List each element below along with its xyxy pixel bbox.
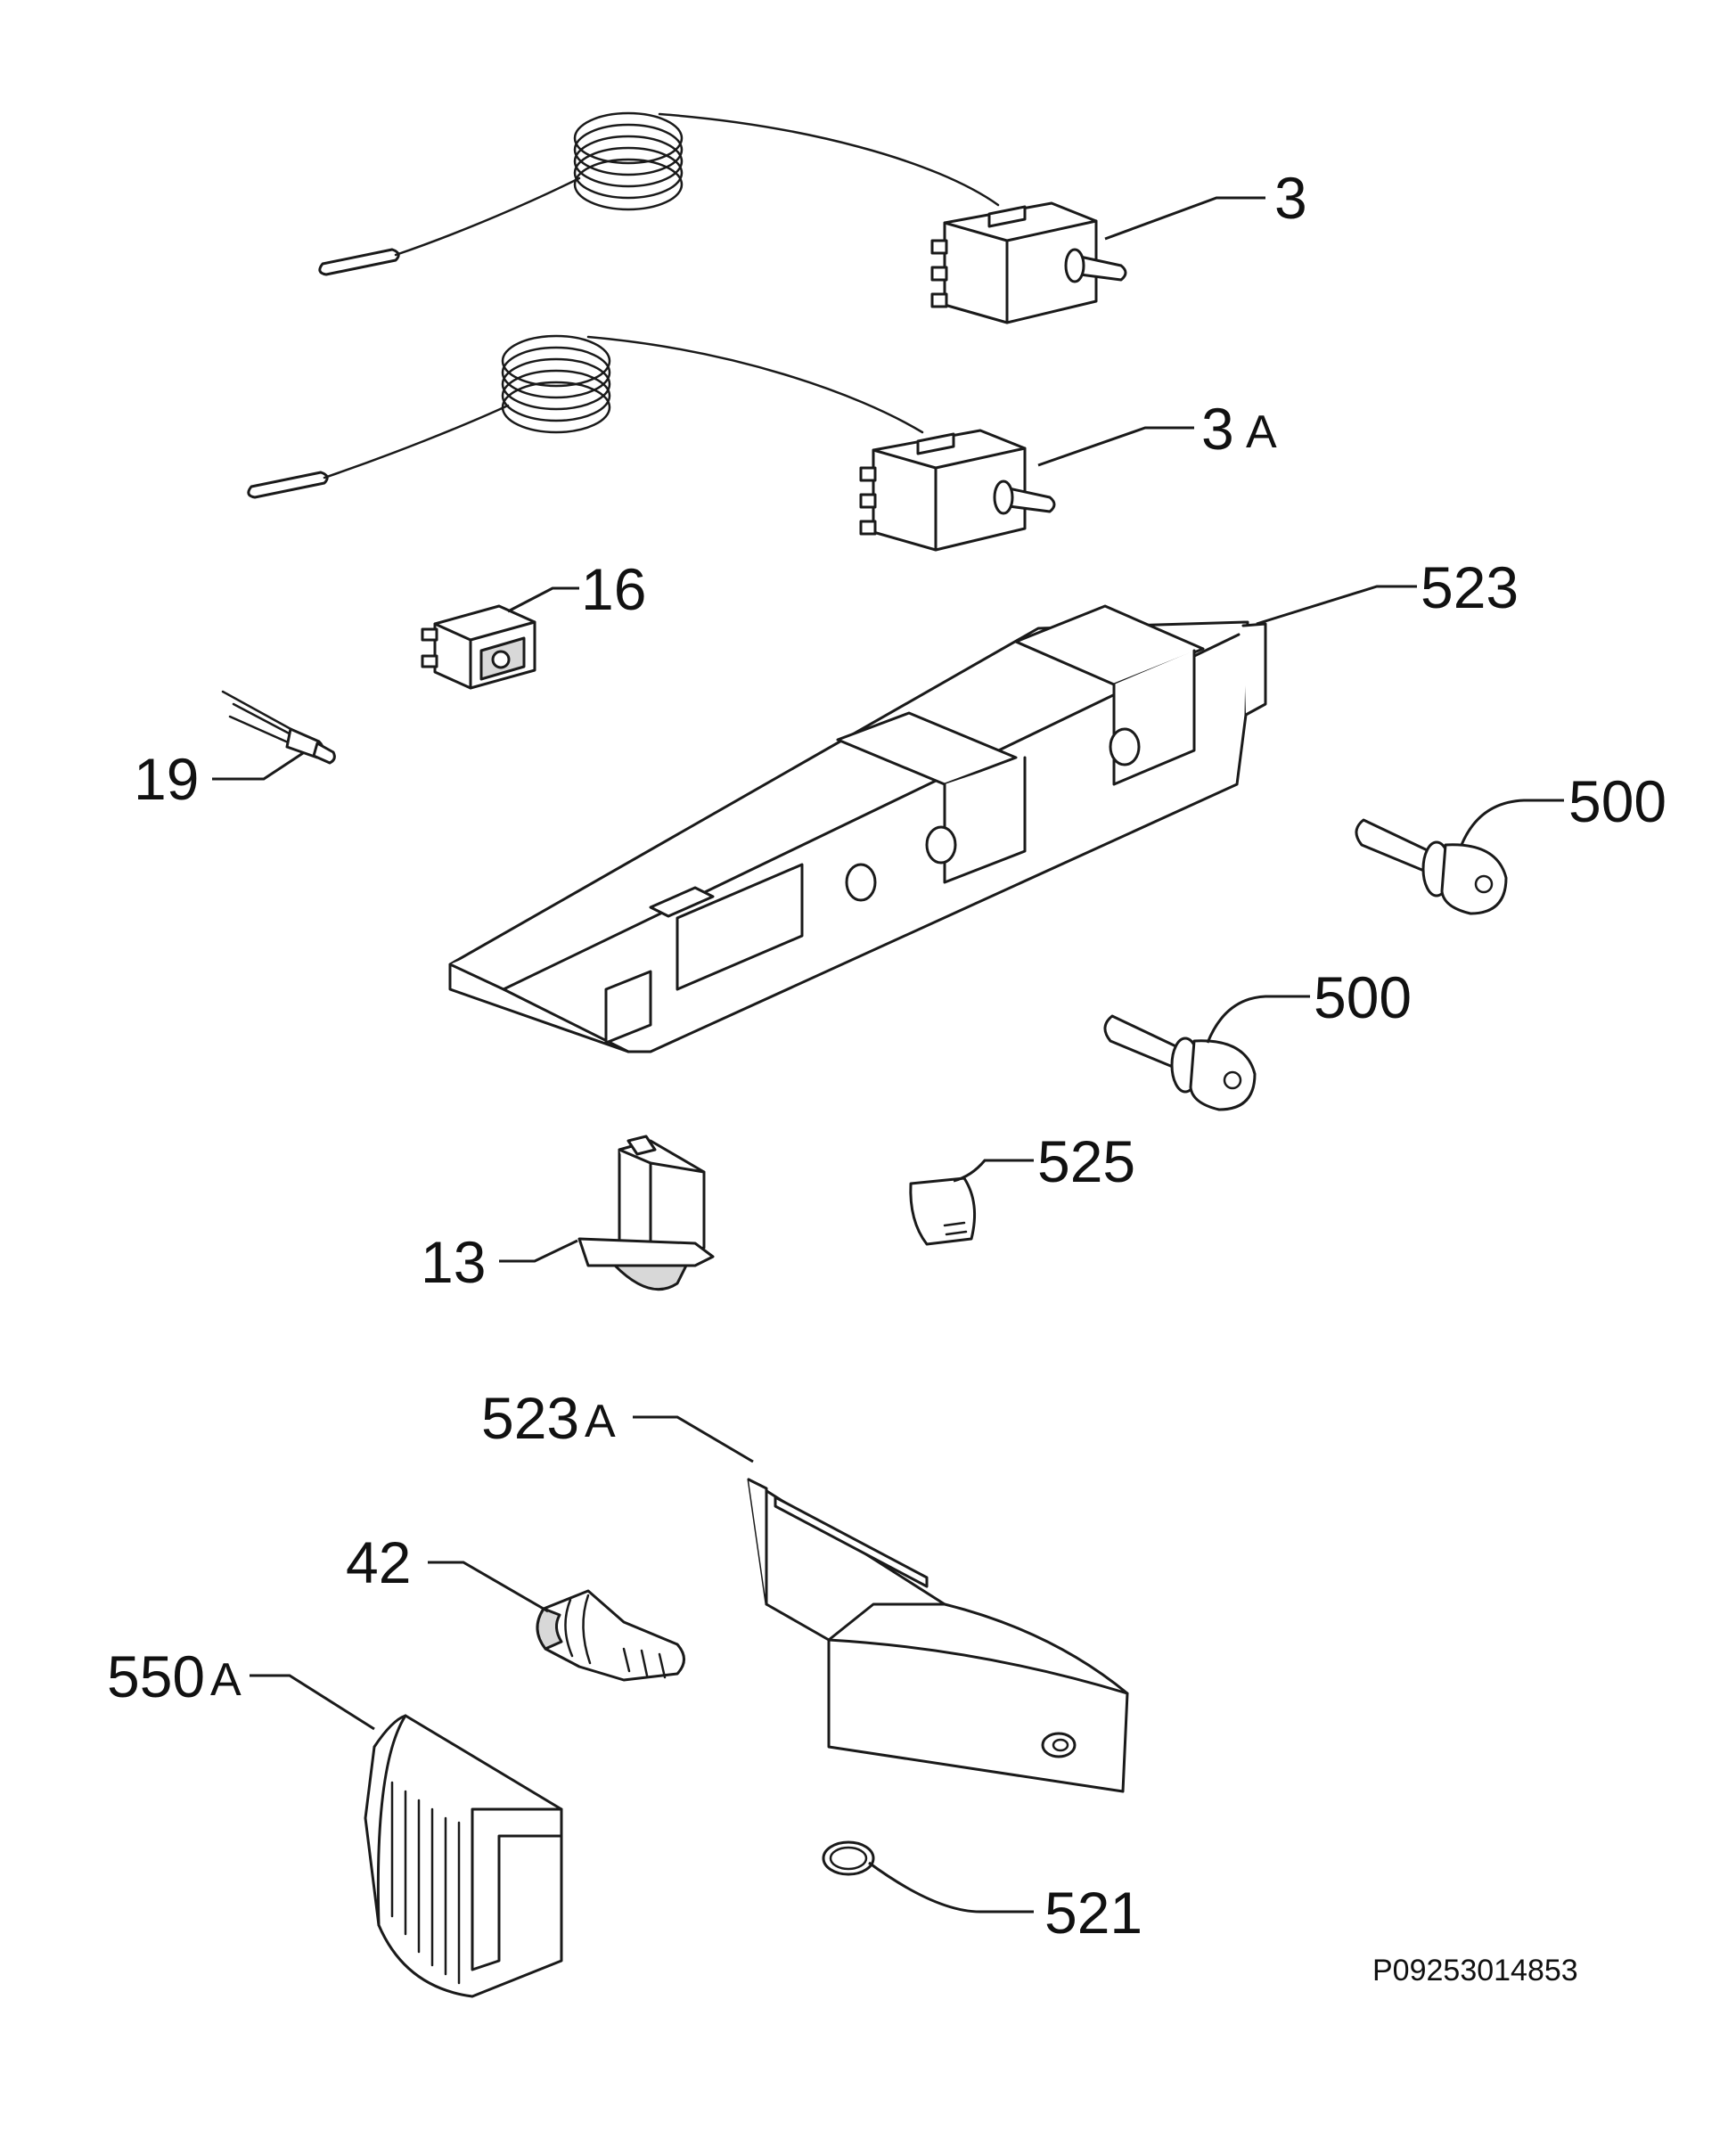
callout-3a-number: 3 xyxy=(1201,396,1234,462)
callout-525: 525 xyxy=(1037,1128,1135,1194)
part-500-lower-bulb xyxy=(1103,1014,1257,1111)
part-525-cap xyxy=(909,1176,977,1246)
part-521-o-ring xyxy=(822,1840,875,1876)
part-3-thermostat xyxy=(318,111,1127,324)
callout-19: 19 xyxy=(134,746,199,812)
leader-523 xyxy=(1256,585,1417,626)
callout-523a-number: 523 xyxy=(481,1385,579,1451)
callout-500-upper: 500 xyxy=(1568,768,1666,834)
leader-525 xyxy=(953,1159,1034,1183)
callout-3a-suffix: A xyxy=(1246,406,1277,458)
part-42-lamp-socket xyxy=(536,1589,685,1682)
leader-lines xyxy=(212,196,1564,1914)
part-19-sensor xyxy=(221,690,336,765)
callout-550a-number: 550 xyxy=(107,1643,205,1709)
leader-500-upper xyxy=(1460,799,1564,846)
part-550a-light-cover xyxy=(364,1714,563,1998)
part-3a-thermostat xyxy=(247,334,1056,552)
callout-550a-suffix: A xyxy=(210,1654,242,1706)
callout-500-lower: 500 xyxy=(1314,964,1412,1030)
callout-523: 523 xyxy=(1421,554,1519,620)
leader-16 xyxy=(507,586,579,613)
callout-16: 16 xyxy=(581,556,646,622)
callout-521: 521 xyxy=(1044,1880,1142,1946)
leader-3a xyxy=(1037,426,1194,467)
leader-521 xyxy=(868,1861,1034,1914)
callout-523a-suffix: A xyxy=(585,1396,616,1447)
callout-3: 3 xyxy=(1274,165,1307,231)
reference-code: P09253014853 xyxy=(1372,1954,1578,1987)
callout-labels: 3 3 A 16 19 523 500 500 525 13 523 A 42 … xyxy=(107,165,1666,1987)
part-523-control-housing xyxy=(448,604,1267,1053)
leader-550a xyxy=(250,1674,375,1731)
part-16-rocker-switch xyxy=(421,604,536,690)
part-500-upper-bulb xyxy=(1355,818,1508,915)
callout-13: 13 xyxy=(421,1229,486,1295)
leader-523a xyxy=(633,1415,754,1463)
leader-3 xyxy=(1104,196,1265,241)
part-523a-end-cover xyxy=(747,1478,1129,1793)
callout-42: 42 xyxy=(346,1529,411,1595)
leader-13 xyxy=(499,1239,578,1263)
leader-500-lower xyxy=(1206,995,1310,1044)
leader-19 xyxy=(212,751,304,781)
part-13-door-switch xyxy=(577,1135,715,1291)
leader-42 xyxy=(428,1561,549,1613)
